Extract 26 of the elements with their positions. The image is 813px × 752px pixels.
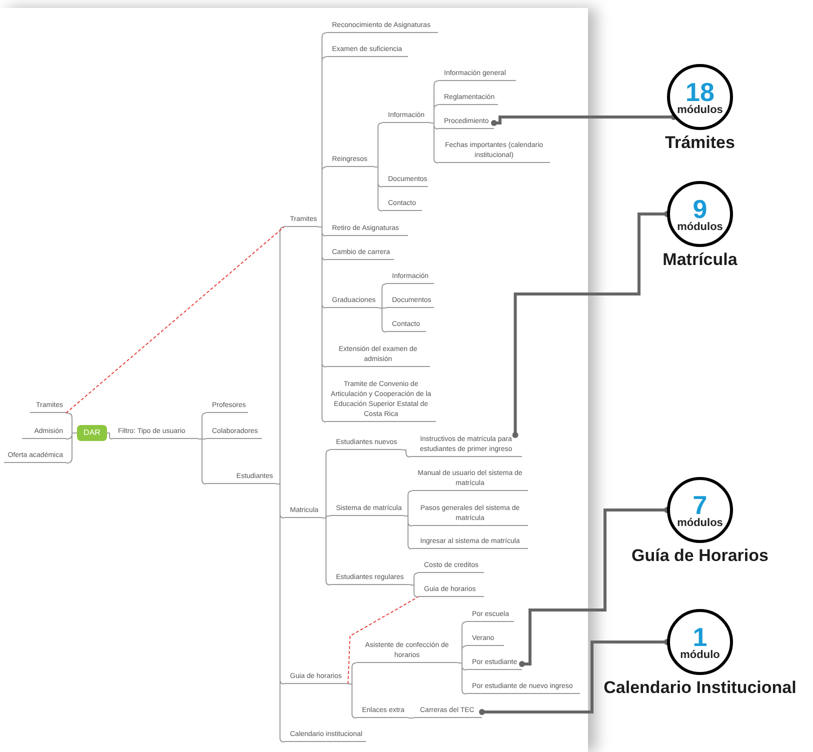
branch-line xyxy=(276,484,284,742)
branch-line xyxy=(66,432,78,464)
module-unit: módulos xyxy=(677,518,723,528)
module-count: 7 xyxy=(692,492,708,518)
module-count: 9 xyxy=(692,196,708,222)
dashed-connector xyxy=(348,596,418,684)
branch-line xyxy=(402,450,410,458)
branch-line xyxy=(410,584,418,598)
branch-line xyxy=(106,432,112,440)
category-title: Calendario Institucional xyxy=(604,677,796,698)
category-title: Trámites xyxy=(665,132,735,154)
module-unit: módulos xyxy=(677,222,723,232)
module-unit: módulos xyxy=(677,104,723,116)
branch-line xyxy=(458,662,466,694)
category-title: Matrícula xyxy=(662,249,738,270)
module-count: 1 xyxy=(692,624,708,650)
root-topic: DAR xyxy=(77,425,107,441)
leader-line xyxy=(491,114,677,126)
branch-line xyxy=(318,226,326,422)
branch-line xyxy=(322,518,330,586)
module-count: 18 xyxy=(686,78,714,104)
category-title: Guía de Horarios xyxy=(632,545,768,566)
dashed-connector xyxy=(66,226,284,414)
branch-line xyxy=(430,122,438,164)
branch-line xyxy=(348,684,356,718)
module-unit: módulo xyxy=(680,650,720,660)
